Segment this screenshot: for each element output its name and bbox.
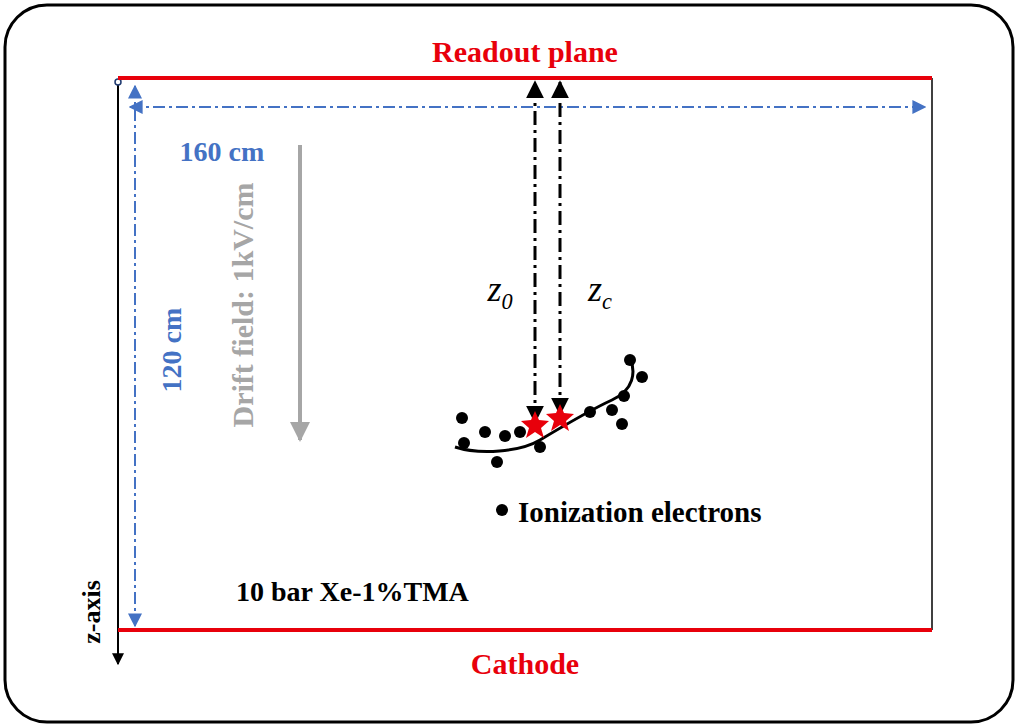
- dimension-label: 160 cm: [180, 138, 265, 166]
- particle-track: [455, 358, 633, 451]
- z0-arrow: [534, 82, 537, 422]
- dimension-label: 120 cm: [158, 308, 186, 393]
- outer-frame: [5, 5, 1013, 722]
- plane-label: Readout plane: [432, 37, 618, 67]
- drift-arrow: [298, 145, 302, 440]
- width-dimension: [130, 106, 925, 108]
- coordinate-label: zc: [588, 271, 612, 313]
- chamber-wall: [931, 78, 933, 630]
- start-point-star: [521, 411, 549, 438]
- plane-label: Cathode: [471, 649, 579, 679]
- medium-label: 10 bar Xe-1%TMA: [236, 578, 469, 606]
- legend-text: Ionization electrons: [518, 498, 762, 527]
- axis-label: z-axis: [79, 580, 105, 644]
- ionization-dots: [456, 354, 648, 468]
- cathode-plane: [118, 628, 932, 632]
- zc-arrow: [559, 82, 562, 414]
- readout-plane: [118, 76, 932, 80]
- coordinate-label: z0: [487, 271, 512, 313]
- legend-bullet: [496, 504, 508, 516]
- centroid-star: [546, 404, 574, 431]
- field-label: Drift field: 1kV/cm: [228, 183, 258, 428]
- height-dimension: [134, 86, 136, 626]
- z-axis-arrow: [117, 82, 119, 664]
